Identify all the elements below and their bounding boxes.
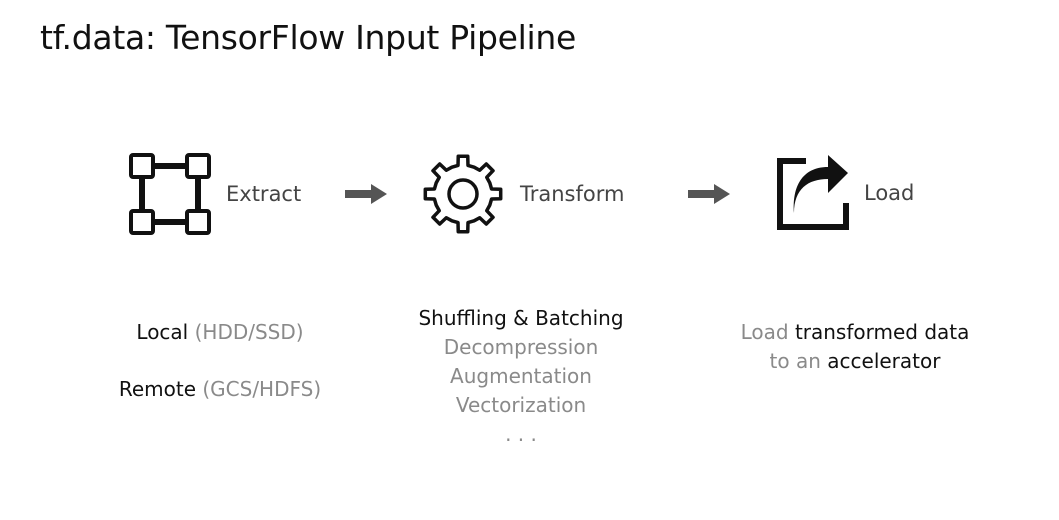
source-local-storage: (HDD/SSD) xyxy=(194,320,304,344)
transform-headline: Shuffling & Batching xyxy=(418,306,624,330)
load-line-2-light: to an xyxy=(769,349,821,373)
stage-label-load: Load xyxy=(864,181,915,205)
load-details: Load transformed data to an accelerator xyxy=(725,318,985,376)
load-line-2-strong: accelerator xyxy=(827,349,941,373)
transform-item: Augmentation xyxy=(450,364,592,388)
page-title: tf.data: TensorFlow Input Pipeline xyxy=(40,18,577,57)
source-local-name: Local xyxy=(136,320,189,344)
stage-label-extract: Extract xyxy=(226,182,302,206)
source-local: Local (HDD/SSD) xyxy=(100,318,340,347)
share-export-icon xyxy=(776,155,850,231)
source-remote-storage: (GCS/HDFS) xyxy=(202,377,322,401)
transform-item: Decompression xyxy=(443,335,599,359)
transform-item: Vectorization xyxy=(455,393,587,417)
source-remote-name: Remote xyxy=(118,377,196,401)
load-line-1-light: Load xyxy=(740,320,789,344)
load-line-1-strong: transformed data xyxy=(794,320,970,344)
gear-icon xyxy=(420,151,506,237)
stage-transform: Transform xyxy=(420,151,624,237)
arrow-right-icon xyxy=(345,184,387,208)
load-line-1: Load transformed data xyxy=(725,318,985,347)
transform-ellipsis: . . . xyxy=(505,422,537,446)
source-remote: Remote (GCS/HDFS) xyxy=(100,375,340,404)
extract-details: Local (HDD/SSD) Remote (GCS/HDFS) xyxy=(100,318,340,404)
transform-details: Shuffling & Batching Decompression Augme… xyxy=(391,304,651,449)
nodes-square-icon xyxy=(128,152,212,236)
stage-load: Load xyxy=(776,155,914,231)
arrow-right-icon xyxy=(688,184,730,208)
load-line-2: to an accelerator xyxy=(725,347,985,376)
stage-extract: Extract xyxy=(128,152,301,236)
stage-label-transform: Transform xyxy=(520,182,625,206)
